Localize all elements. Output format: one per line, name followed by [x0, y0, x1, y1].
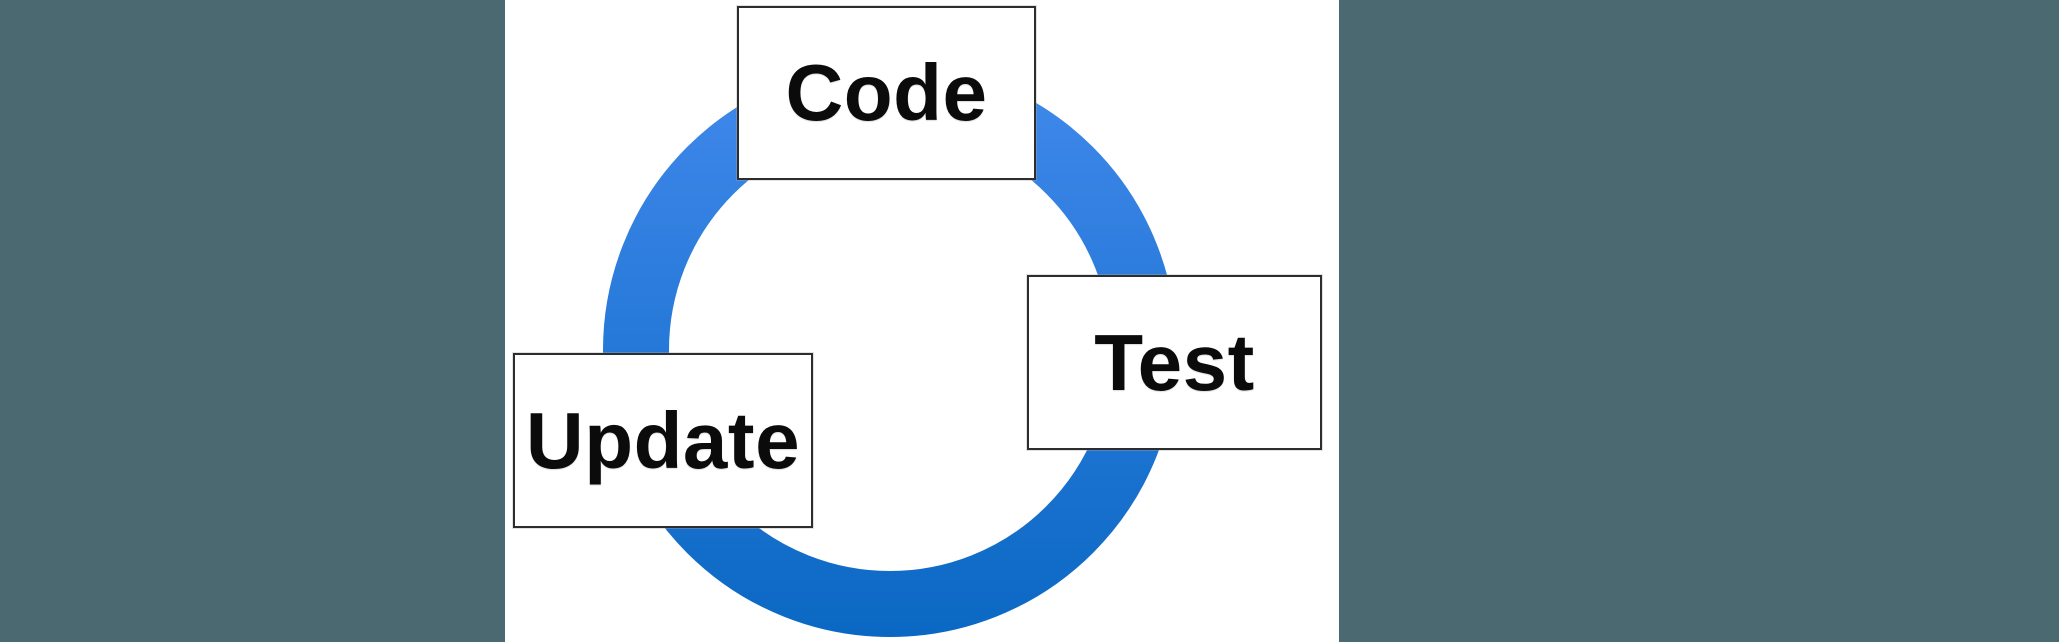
node-update-label: Update	[525, 395, 801, 485]
node-code-label: Code	[785, 48, 988, 137]
diagram-panel: Code Test Update	[505, 0, 1339, 642]
node-update: Update	[513, 353, 813, 528]
node-test: Test	[1027, 275, 1322, 450]
node-code: Code	[737, 6, 1036, 180]
node-test-label: Test	[1094, 317, 1255, 407]
